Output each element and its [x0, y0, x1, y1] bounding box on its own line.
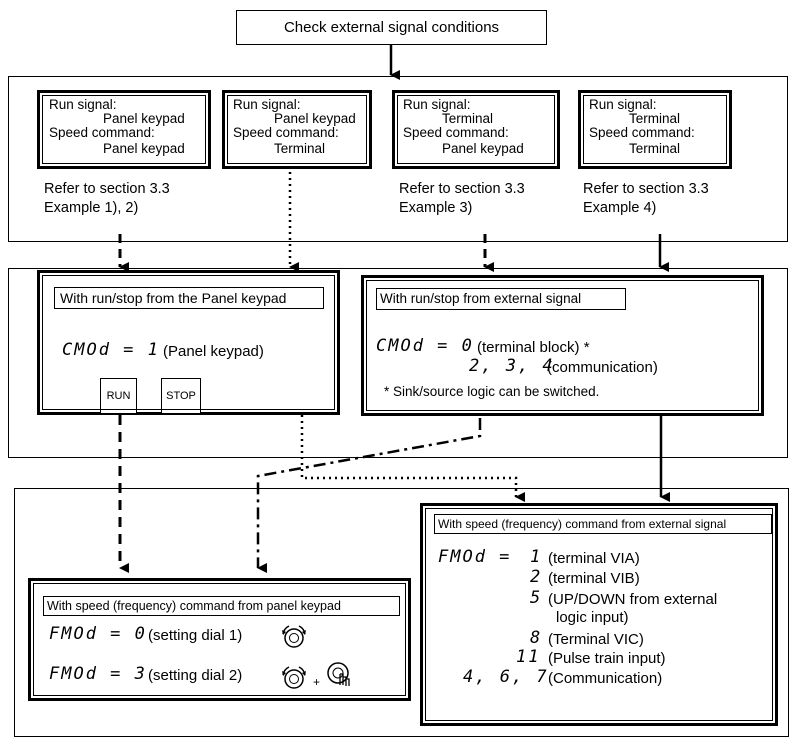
run-signal-label: Run signal: — [233, 97, 301, 112]
stop-button[interactable]: STOP — [161, 378, 201, 414]
run-signal-value: Terminal — [629, 111, 681, 126]
ext-run-title: With run/stop from external signal — [380, 291, 582, 306]
ref-line-3: Refer to section 3.3 — [399, 181, 525, 197]
sink-source-note: * Sink/source logic can be switched. — [384, 384, 600, 399]
fmod-val-11: 11 — [516, 647, 541, 667]
ext-speed-title-box: With speed (frequency) command from exte… — [434, 514, 772, 534]
fmod-ext-code: FMOd = — [438, 547, 512, 567]
setting-dial-icon — [282, 625, 306, 648]
panel-run-title-box: With run/stop from the Panel keypad — [54, 287, 324, 309]
arrow-ext-to-panel — [256, 418, 482, 573]
fmod-desc-comm: (Communication) — [548, 670, 663, 687]
panel-run-title: With run/stop from the Panel keypad — [60, 290, 287, 306]
speed-command-label: Speed command: — [403, 125, 509, 140]
check-conditions-label: Check external signal conditions — [283, 19, 500, 36]
ext-speed-box: With speed (frequency) command from exte… — [420, 503, 778, 726]
fmod-desc-2: (terminal VIB) — [548, 570, 640, 587]
ref-example-1: Example 1), 2) — [44, 200, 139, 216]
fmod-dial2-code: FMOd = 3 — [49, 664, 147, 684]
speed-command-value: Terminal — [629, 141, 681, 156]
speed-command-label: Speed command: — [589, 125, 695, 140]
cmod-ext-desc: (terminal block) * — [477, 339, 590, 356]
fmod-val-8: 8 — [530, 628, 543, 648]
run-signal-label: Run signal: — [403, 97, 471, 112]
ref-line-4: Refer to section 3.3 — [583, 181, 709, 197]
signal-box-1: Run signal: Panel keypad Speed command: … — [37, 90, 211, 169]
run-signal-value: Terminal — [442, 111, 494, 126]
panel-speed-title-box: With speed (frequency) command from pane… — [43, 596, 400, 616]
ext-speed-title: With speed (frequency) command from exte… — [438, 517, 727, 531]
fmod-desc-5-cont: logic input) — [556, 609, 629, 626]
cmod-code: CMOd = 1 — [62, 340, 160, 360]
arrow-panel-to-ext — [300, 415, 525, 502]
cmod-ext-comm-desc: (communication) — [547, 359, 658, 376]
fmod-desc-8: (Terminal VIC) — [548, 631, 644, 648]
ext-run-box: With run/stop from external signal CMOd … — [361, 275, 764, 416]
fmod-desc-1: (terminal VIA) — [548, 550, 640, 567]
check-conditions-box: Check external signal conditions — [236, 10, 547, 45]
panel-speed-box: With speed (frequency) command from pane… — [28, 578, 411, 701]
run-signal-value: Panel keypad — [103, 111, 185, 126]
fmod-val-1: 1 — [530, 547, 543, 567]
dial-press-icon — [327, 662, 350, 686]
cmod-panel-desc: (Panel keypad) — [163, 343, 264, 360]
signal-box-3: Run signal: Terminal Speed command: Pane… — [392, 90, 560, 169]
speed-command-label: Speed command: — [49, 125, 155, 140]
panel-run-box: With run/stop from the Panel keypad CMOd… — [37, 270, 340, 415]
fmod-val-comm: 4, 6, 7 — [463, 667, 549, 687]
speed-command-value: Panel keypad — [442, 141, 524, 156]
setting-dial-icon — [282, 666, 306, 689]
speed-command-value: Panel keypad — [103, 141, 185, 156]
signal-box-4: Run signal: Terminal Speed command: Term… — [578, 90, 732, 169]
fmod-val-5: 5 — [530, 588, 543, 608]
ref-line-1: Refer to section 3.3 — [44, 181, 170, 197]
signal-box-2: Run signal: Panel keypad Speed command: … — [222, 90, 372, 169]
plus-sign: + — [313, 675, 321, 689]
panel-speed-title: With speed (frequency) command from pane… — [47, 599, 341, 613]
fmod-dial2-desc: (setting dial 2) — [148, 667, 243, 684]
speed-command-label: Speed command: — [233, 125, 339, 140]
speed-command-value: Terminal — [274, 141, 326, 156]
fmod-val-2: 2 — [530, 567, 543, 587]
ref-example-3: Example 3) — [399, 200, 473, 216]
ref-example-4: Example 4) — [583, 200, 657, 216]
ext-run-title-box: With run/stop from external signal — [376, 288, 626, 310]
run-button[interactable]: RUN — [100, 378, 137, 414]
run-stop-panel — [8, 268, 788, 458]
cmod-ext-comm-codes: 2, 3, 4 — [469, 356, 555, 376]
cmod-ext-code: CMOd = 0 — [376, 336, 474, 356]
run-signal-label: Run signal: — [589, 97, 657, 112]
fmod-dial1-code: FMOd = 0 — [49, 624, 147, 644]
run-signal-value: Panel keypad — [274, 111, 356, 126]
run-signal-label: Run signal: — [49, 97, 117, 112]
fmod-dial1-desc: (setting dial 1) — [148, 627, 243, 644]
fmod-desc-5: (UP/DOWN from external — [548, 591, 718, 608]
fmod-desc-11: (Pulse train input) — [548, 650, 666, 667]
